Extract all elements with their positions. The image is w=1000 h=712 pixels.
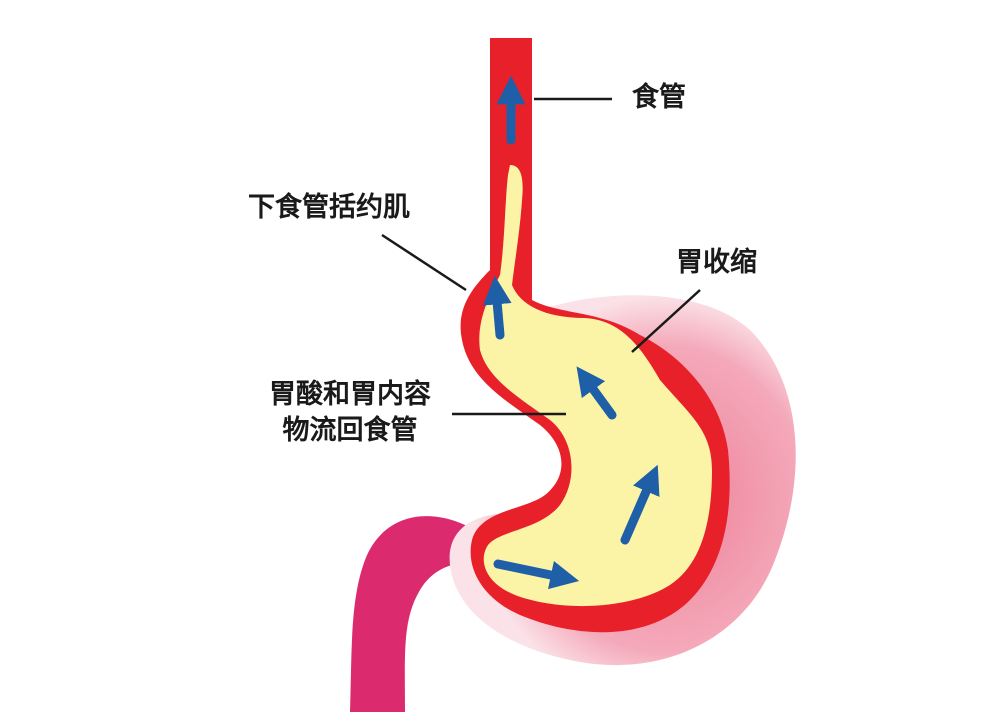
label-esophagus: 食管: [632, 82, 686, 113]
arrow-upper-stomach: [576, 366, 617, 420]
duodenum: [350, 516, 480, 712]
label-reflux-line1: 胃酸和胃内容: [269, 379, 431, 410]
arrow-sphincter: [482, 275, 512, 340]
blue-flow-arrow-icon: [482, 75, 660, 590]
arrow-right-wall: [620, 464, 660, 545]
label-lower-esophageal-sphincter: 下食管括约肌: [248, 192, 410, 223]
label-reflux: 胃酸和胃内容 物流回食管: [260, 377, 440, 449]
label-stomach-contraction: 胃收缩: [676, 247, 757, 278]
arrow-bottom: [493, 559, 580, 590]
leader-les: [381, 233, 467, 292]
label-reflux-line2: 物流回食管: [282, 415, 418, 446]
leader-contraction: [631, 289, 701, 353]
